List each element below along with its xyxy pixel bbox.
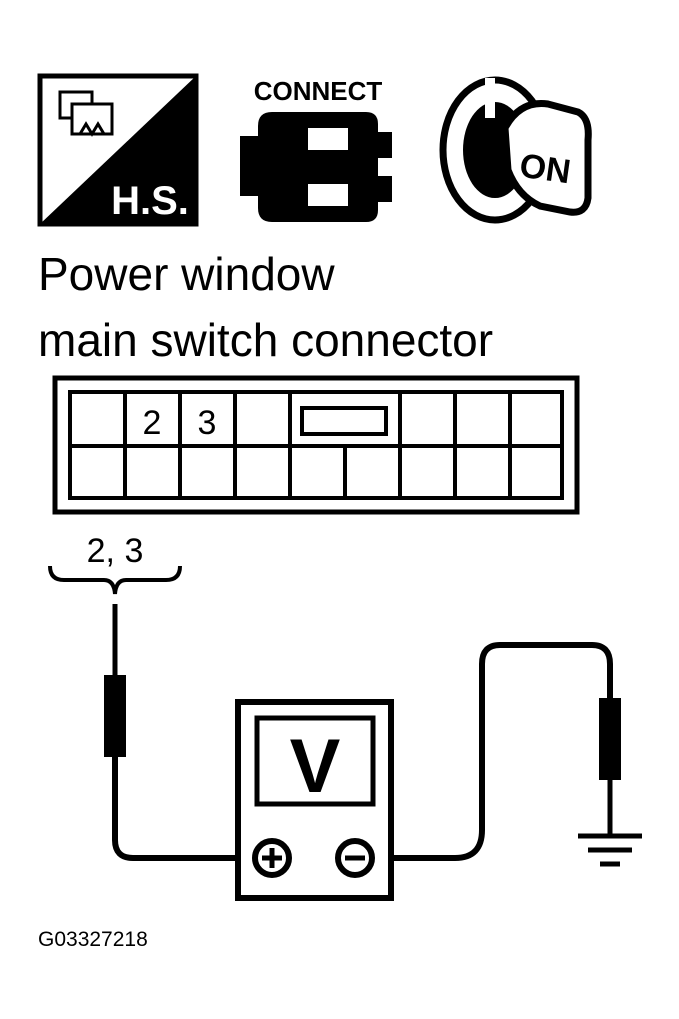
connector-plug-icon [58,90,114,137]
connect-label: CONNECT [254,76,383,106]
figure-id: G03327218 [38,928,148,951]
pin-label-2: 2 [143,404,162,442]
ignition-label: ON [517,147,573,192]
connect-icon: CONNECT [240,76,392,222]
probe-label: 2, 3 [87,532,144,570]
ignition-key-icon: ON [439,76,592,224]
voltmeter: V [235,699,394,901]
positive-probe [104,604,256,861]
negative-probe [372,642,621,861]
meter-display: V [290,724,341,809]
harness-connector-icon: H.S. [37,73,199,227]
harness-label: H.S. [111,179,189,223]
connector-face: 2 3 [52,375,580,515]
connector-key-slot [300,406,388,436]
title-line-2: main switch connector [38,314,493,366]
connector-body-shape [258,112,392,222]
title-line-1: Power window [38,248,335,300]
probe-brace [48,565,182,595]
pin-label-3: 3 [198,404,217,442]
negative-terminal-icon [335,838,375,878]
ground-symbol-icon [578,833,642,867]
key-head-shape [501,100,592,216]
positive-terminal-icon [252,838,292,878]
